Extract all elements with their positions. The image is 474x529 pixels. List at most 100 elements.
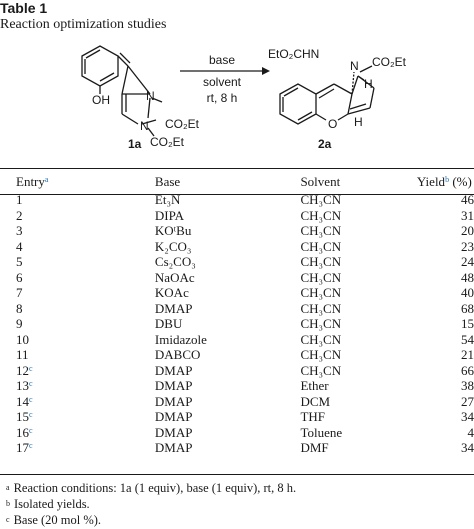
product-o: O	[328, 117, 337, 131]
entry-footnote-mark[interactable]: c	[29, 379, 33, 389]
col-yield: Yieldb (%)	[416, 174, 472, 189]
base-cell: NaOAc	[154, 269, 195, 285]
base-cell: DMAP	[154, 393, 193, 409]
table-head: Entrya Base Solvent Yieldb (%)	[0, 172, 474, 192]
yield-cell: 38	[461, 378, 474, 394]
entry-cell: 16c	[16, 424, 33, 440]
base-cell: DMAP	[154, 378, 193, 394]
base-cell: DMAP	[154, 409, 193, 425]
table-row: 10 Imidazole CH₃CN 54	[0, 332, 474, 348]
entry-cell: 2	[16, 207, 23, 223]
solvent-cell: DCM	[300, 393, 331, 409]
solvent-cell: CH₃CN	[300, 207, 342, 223]
base-cell: DMAP	[154, 362, 193, 378]
reaction-scheme: OH N N CO₂Et CO₂Et 1a base solvent rt, 8…	[81, 45, 407, 151]
table-row: 3 KOᵗBu CH₃CN 20	[0, 223, 474, 239]
solvent-cell: CH₃CN	[300, 238, 342, 254]
product-ester: CO₂Et	[372, 55, 407, 69]
entry-cell: 3	[16, 223, 23, 239]
product-substituent-left: EtO₂CHN	[268, 47, 319, 61]
reactant-labels: OH N N CO₂Et CO₂Et 1a	[92, 89, 200, 151]
reactant-ester-1: CO₂Et	[165, 117, 200, 131]
reactant-ester-2: CO₂Et	[150, 135, 185, 149]
solvent-cell: CH₃CN	[300, 347, 342, 363]
entry-footnote-mark[interactable]: c	[29, 441, 33, 451]
product-id: 2a	[318, 137, 332, 151]
base-cell: Imidazole	[154, 331, 207, 347]
yield-cell: 48	[461, 269, 474, 285]
condition-time: rt, 8 h	[207, 91, 238, 105]
product-n: N	[350, 59, 359, 73]
yield-cell: 21	[461, 347, 474, 363]
entry-cell: 15c	[16, 409, 33, 425]
solvent-cell: THF	[300, 409, 326, 425]
entry-cell: 5	[16, 254, 23, 270]
solvent-cell: CH₃CN	[300, 316, 342, 332]
solvent-cell: CH₃CN	[300, 362, 342, 378]
yield-cell: 23	[461, 238, 474, 254]
col-base: Base	[154, 174, 181, 189]
base-cell: Et₃N	[154, 192, 181, 208]
yield-cell: 34	[461, 409, 474, 425]
solvent-cell: CH₃CN	[300, 285, 342, 301]
solvent-cell: CH₃CN	[300, 254, 342, 270]
product-labels: EtO₂CHN N CO₂Et H H O 2a	[268, 47, 407, 151]
entry-cell: 4	[16, 238, 23, 254]
yield-footnote-mark[interactable]: b	[445, 175, 450, 184]
solvent-cell: CH₃CN	[300, 223, 342, 239]
base-cell: DABCO	[154, 347, 201, 363]
entry-footnote-mark[interactable]: c	[29, 425, 33, 435]
reactant-oh: OH	[92, 93, 110, 107]
table-caption: Reaction optimization studies	[0, 17, 167, 32]
base-cell: Cs₂CO₃	[154, 254, 196, 270]
yield-cell: 54	[461, 331, 474, 347]
yield-cell: 20	[461, 223, 474, 239]
reaction-arrow: base solvent rt, 8 h	[180, 53, 270, 105]
entry-footnote-mark[interactable]: c	[29, 394, 33, 404]
optimization-table: Entrya Base Solvent Yieldb (%) 1 Et₃N CH₃C…	[0, 172, 474, 456]
entry-footnote-mark[interactable]: a	[44, 175, 49, 184]
reactant-n-top: N	[146, 89, 155, 103]
base-cell: DMAP	[154, 424, 193, 440]
entry-cell: 11	[16, 347, 29, 363]
entry-cell: 17c	[16, 440, 33, 456]
table-row: 11 DABCO CH₃CN 21	[0, 347, 474, 363]
base-cell: DMAP	[154, 440, 193, 456]
entry-cell: 12c	[16, 362, 33, 378]
entry-cell: 8	[16, 300, 23, 316]
top-rule	[0, 168, 474, 169]
entry-cell: 10	[16, 331, 29, 347]
yield-cell: 31	[461, 207, 474, 223]
solvent-cell: Toluene	[300, 424, 343, 440]
base-cell: KOᵗBu	[154, 223, 192, 239]
product-h-bottom: H	[354, 115, 363, 129]
entry-cell: 7	[16, 285, 23, 301]
solvent-cell: CH₃CN	[300, 331, 342, 347]
reactant-structure	[81, 45, 163, 137]
entry-footnote-mark[interactable]: c	[29, 363, 33, 373]
entry-cell: 1	[16, 192, 23, 208]
entry-footnote-mark[interactable]: c	[29, 410, 33, 420]
solvent-cell: DMF	[300, 440, 329, 456]
entry-cell: 6	[16, 269, 23, 285]
entry-cell: 9	[16, 316, 23, 332]
condition-solvent: solvent	[203, 75, 242, 89]
col-solvent: Solvent	[300, 174, 341, 189]
solvent-cell: CH₃CN	[300, 300, 342, 316]
table-label: Table 1	[0, 0, 48, 16]
